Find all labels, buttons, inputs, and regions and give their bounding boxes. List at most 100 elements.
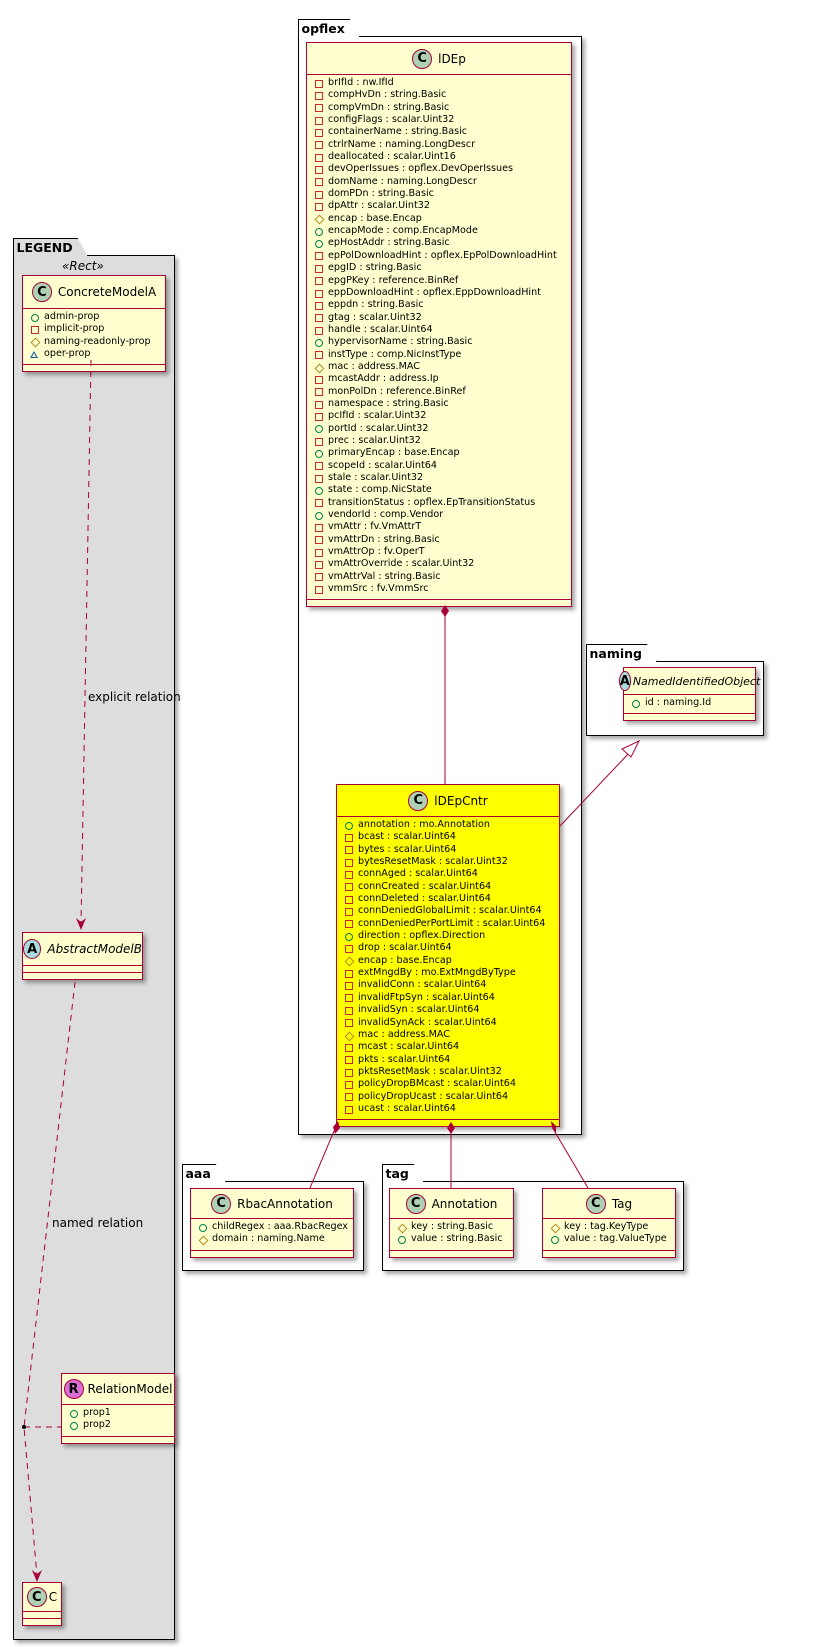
private-visibility-icon — [344, 870, 353, 880]
attribute-text: policyDropBMcast : scalar.Uint64 — [358, 1078, 516, 1090]
attribute-text: epgPKey : reference.BinRef — [328, 274, 459, 286]
attribute-text: prop1 — [83, 1407, 111, 1418]
relation-class-icon: R — [63, 1379, 84, 1399]
named-relation-line — [23, 981, 76, 1577]
attribute-text: encap : base.Encap — [358, 954, 452, 966]
attribute-text: childRegex : aaa.RbacRegex — [212, 1221, 348, 1232]
attribute-row: connAged : scalar.Uint64 — [344, 868, 559, 880]
private-visibility-icon — [314, 202, 323, 212]
composition-line-rbac — [309, 1130, 335, 1189]
private-visibility-icon — [314, 251, 323, 261]
class-name: Annotation — [431, 1196, 498, 1211]
private-visibility-icon — [314, 177, 323, 187]
attribute-text: invalidConn : scalar.Uint64 — [358, 979, 487, 991]
class-name: lDEp — [438, 51, 466, 66]
attribute-text: invalidSynAck : scalar.Uint64 — [358, 1016, 497, 1028]
private-visibility-icon — [30, 325, 39, 335]
attribute-row: domName : naming.LongDescr — [314, 176, 571, 188]
attribute-text: value : tag.ValueType — [564, 1233, 667, 1245]
attribute-text: connAged : scalar.Uint64 — [358, 868, 478, 880]
attribute-row: vmAttr : fv.VmAttrT — [314, 521, 571, 533]
package-opflex-tab: opflex — [298, 19, 360, 37]
class-c[interactable]: C C — [22, 1582, 62, 1626]
attribute-list: id : naming.Id — [624, 695, 755, 715]
explicit-relation-arrowhead — [76, 918, 86, 930]
attribute-text: portId : scalar.Uint32 — [328, 422, 429, 434]
private-visibility-icon — [314, 474, 323, 483]
attribute-text: vmAttrVal : string.Basic — [328, 570, 441, 582]
composition-diamond-icon — [551, 1121, 556, 1134]
attribute-text: oper-prop — [44, 348, 91, 360]
private-visibility-icon — [314, 276, 323, 286]
public-visibility-icon — [30, 313, 39, 322]
class-named-identified-object-box[interactable]: A NamedIdentifiedObject id : naming.Id — [618, 667, 760, 722]
private-visibility-icon — [314, 91, 323, 101]
attribute-text: vmAttrOp : fv.OperT — [328, 546, 425, 558]
attribute-text: pcIfId : scalar.Uint32 — [328, 410, 427, 422]
private-visibility-icon — [344, 1055, 353, 1065]
abstract-class-icon: A — [618, 671, 631, 691]
class-name: lDEpCntr — [434, 793, 488, 808]
attribute-row: epPolDownloadHint : opflex.EpPolDownload… — [314, 250, 571, 262]
attribute-row: implicit-prop — [30, 323, 165, 335]
attribute-text: domName : naming.LongDescr — [328, 175, 477, 187]
attribute-row: id : naming.Id — [631, 697, 755, 709]
public-visibility-icon — [314, 486, 323, 496]
composition-line-tag — [554, 1131, 589, 1189]
attribute-row: policyDropBMcast : scalar.Uint64 — [344, 1078, 559, 1090]
private-visibility-icon — [314, 375, 323, 384]
private-visibility-icon — [344, 1006, 353, 1015]
private-visibility-icon — [314, 289, 323, 298]
class-rbac-annotation[interactable]: C RbacAnnotation childRegex : aaa.RbacRe… — [190, 1188, 354, 1258]
private-visibility-icon — [314, 350, 323, 360]
attribute-row: connCreated : scalar.Uint64 — [344, 881, 559, 893]
attribute-row: value : tag.ValueType — [550, 1233, 675, 1245]
attribute-text: eppdn : string.Basic — [328, 299, 424, 311]
public-visibility-icon — [314, 424, 323, 434]
class-icon: C — [405, 1193, 426, 1214]
attribute-row: vmAttrVal : string.Basic — [314, 571, 571, 583]
attribute-row: brIfId : nw.IfId — [314, 77, 571, 89]
attribute-text: prec : scalar.Uint32 — [328, 434, 421, 446]
attribute-row: compHvDn : string.Basic — [314, 89, 571, 101]
private-visibility-icon — [344, 919, 353, 929]
package-naming-tab: naming — [586, 644, 658, 662]
attribute-row: stale : scalar.Uint32 — [314, 472, 571, 484]
attribute-row: oper-prop — [30, 348, 165, 360]
private-visibility-icon — [314, 79, 323, 88]
attribute-row: vmmSrc : fv.VmmSrc — [314, 583, 571, 595]
attribute-text: gtag : scalar.Uint32 — [328, 311, 422, 323]
attribute-text: compVmDn : string.Basic — [328, 101, 450, 113]
attribute-row: portId : scalar.Uint32 — [314, 423, 571, 435]
private-visibility-icon — [314, 400, 323, 409]
private-visibility-icon — [314, 140, 323, 150]
private-visibility-icon — [344, 1068, 353, 1077]
composition-diamond-icon — [333, 1121, 340, 1134]
class-name: RbacAnnotation — [237, 1196, 333, 1211]
attribute-row: bytesResetMask : scalar.Uint32 — [344, 856, 559, 868]
attribute-row: epgPKey : reference.BinRef — [314, 275, 571, 287]
attribute-row: vmAttrOverride : scalar.Uint32 — [314, 558, 571, 570]
attribute-row: annotation : mo.Annotation — [344, 819, 559, 831]
class-abstract-model-b[interactable]: A AbstractModelB — [22, 932, 143, 980]
legend-stereotype: «Rect» — [62, 259, 104, 273]
attribute-row: pktsResetMask : scalar.Uint32 — [344, 1066, 559, 1078]
inheritance-line — [559, 751, 631, 827]
private-visibility-icon — [314, 437, 323, 446]
attribute-text: containerName : string.Basic — [328, 126, 468, 138]
private-visibility-icon — [314, 301, 323, 310]
attribute-text: naming-readonly-prop — [44, 335, 151, 347]
attribute-text: primaryEncap : base.Encap — [328, 447, 460, 459]
class-icon: C — [408, 790, 429, 811]
attribute-row: dpAttr : scalar.Uint32 — [314, 200, 571, 212]
attribute-text: compHvDn : string.Basic — [328, 89, 447, 101]
